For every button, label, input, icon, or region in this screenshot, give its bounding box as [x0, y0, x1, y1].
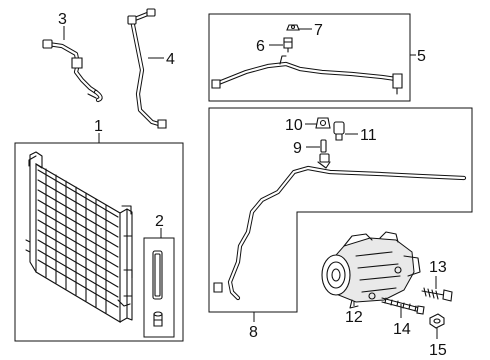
valve-9-drawing: [320, 139, 327, 153]
switch-11-drawing: [333, 121, 345, 141]
discharge-line-group-frame: [208, 107, 473, 313]
callout-5: 5: [417, 48, 426, 65]
pipe-8-drawing: [213, 153, 467, 301]
callout-4: 4: [166, 51, 175, 68]
receiver-drawing: [152, 250, 163, 327]
callout-9: 9: [293, 140, 302, 157]
callout-15: 15: [429, 342, 447, 359]
leader-lines: [63, 26, 438, 339]
callout-6: 6: [256, 38, 265, 55]
condenser-drawing: [25, 151, 133, 323]
callout-11: 11: [360, 127, 377, 144]
nut-15-drawing: [429, 313, 445, 329]
callout-2: 2: [155, 213, 164, 230]
callout-14: 14: [393, 321, 411, 338]
callout-8: 8: [249, 324, 258, 341]
suction-line-group-frame: [208, 13, 411, 102]
callout-1: 1: [94, 118, 103, 135]
cap-7-drawing: [286, 24, 300, 31]
callout-7: 7: [314, 22, 323, 39]
pipe-5-drawing: [211, 55, 403, 95]
hose-3-drawing: [42, 39, 103, 103]
pipe-4-drawing: [127, 8, 167, 129]
valve-6-drawing: [283, 37, 293, 53]
bolt-13-drawing: [421, 287, 453, 302]
stud-14-drawing: [381, 297, 425, 315]
callout-12: 12: [345, 309, 363, 326]
cap-10-drawing: [315, 117, 331, 129]
compressor-drawing: [321, 231, 421, 309]
callout-10: 10: [285, 117, 303, 134]
callout-3: 3: [58, 11, 67, 28]
receiver-group-frame: [143, 237, 175, 338]
callout-13: 13: [429, 259, 447, 276]
